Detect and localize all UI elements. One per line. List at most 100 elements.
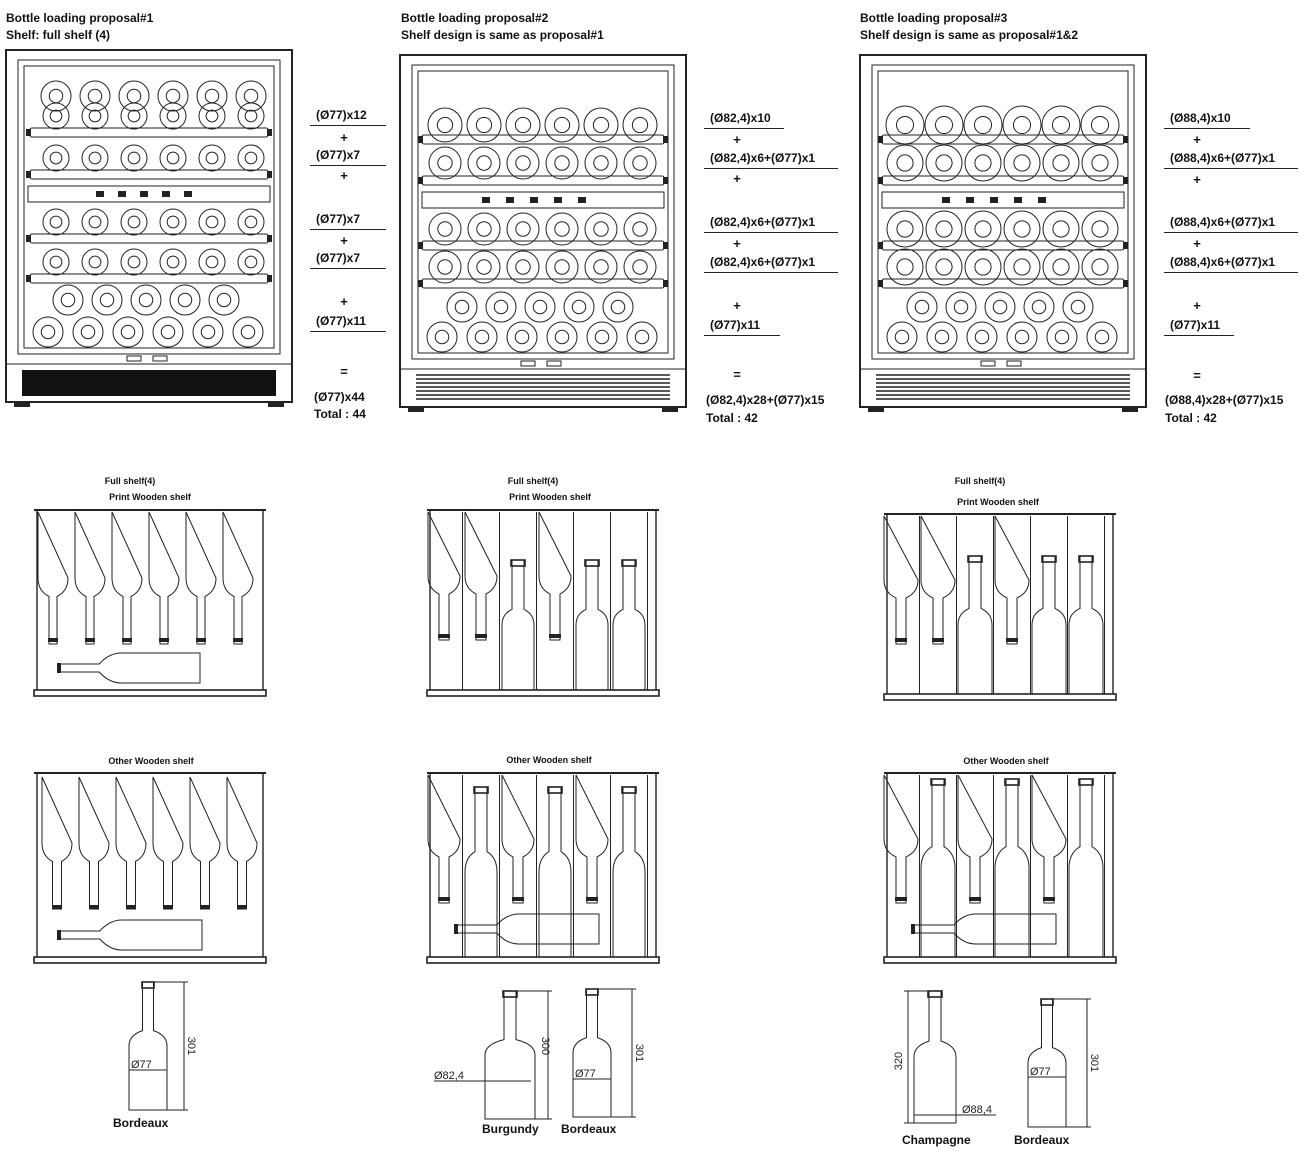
other-shelf-caption-1: Other Wooden shelf [108, 756, 194, 766]
shelf-end-cap [663, 136, 668, 143]
cabinet-door [871, 64, 1135, 360]
bottle-end-inner [205, 215, 219, 229]
bottle-end-inner [60, 292, 76, 308]
bottle-cap [473, 786, 489, 794]
equals-sign: = [1193, 368, 1201, 383]
bottle-end-circle [428, 146, 462, 180]
shelf-end-cap [418, 136, 423, 143]
bottle-end-circle [1062, 291, 1094, 323]
bottle-end-circle [198, 208, 226, 236]
bottle-end-inner [476, 221, 492, 237]
standing-bottle [464, 786, 498, 958]
shelf-end-cap [663, 177, 668, 184]
bottle-end-circle [544, 107, 580, 143]
bottle-end-circle [623, 250, 657, 284]
bottle-end-circle [584, 250, 618, 284]
hanging-bottle [920, 515, 956, 645]
bottle-end-circle [42, 248, 70, 276]
print-shelf-caption-3a: Full shelf(4) [954, 476, 1006, 486]
proposal-2-title: Bottle loading proposal#2 [401, 11, 549, 25]
shelf-rail [421, 240, 665, 251]
bottle-end-inner [127, 151, 141, 165]
standing-bottle [575, 559, 609, 691]
bottle-end-circle [563, 291, 595, 323]
bottle-cap [512, 897, 524, 901]
bottle-end-circle [506, 321, 538, 353]
shelf-rail [29, 233, 269, 244]
bottle-end-inner [515, 259, 531, 275]
bottle-end-circle [237, 248, 265, 276]
bottle-end-inner [437, 259, 453, 275]
bottle-end-circle [626, 321, 658, 353]
bottle-end-circle [622, 107, 658, 143]
shelf-end-cap [267, 129, 272, 136]
hanging-bottle [957, 774, 993, 904]
bottle-end-circle [926, 321, 958, 353]
shelf-base [883, 956, 1117, 964]
bottle-end-inner [40, 324, 56, 340]
bottle-end-inner [165, 88, 181, 104]
bottle-end-circle [120, 144, 148, 172]
shelf-end-cap [878, 242, 883, 249]
lying-bottle [913, 913, 1057, 945]
bottle-end-circle [466, 321, 498, 353]
bottle-end-inner [244, 215, 258, 229]
diameter-label: Ø77 [131, 1059, 152, 1071]
plus-sign: + [340, 294, 348, 309]
bottle-cap [233, 638, 243, 642]
bottle-cap [1078, 778, 1094, 786]
door-handle-mark [980, 360, 996, 367]
other-shelf-caption-3: Other Wooden shelf [963, 756, 1049, 766]
bottle-end-inner [49, 215, 63, 229]
bottle-cap [1006, 638, 1018, 642]
bottle-outline [572, 988, 612, 1118]
bottle-end-circle [1081, 248, 1119, 286]
bottle-end-inner [88, 109, 102, 123]
bottle-end-inner [476, 259, 492, 275]
plus-sign: + [340, 130, 348, 145]
bottle-cap [85, 638, 95, 642]
bottle-end-inner [515, 221, 531, 237]
bottle-end-inner [127, 255, 141, 269]
bottle-cap [969, 897, 981, 901]
bottle-cap [196, 638, 206, 642]
bottle-cap [586, 897, 598, 901]
bottle-end-inner [138, 292, 154, 308]
bottle-end-inner [437, 155, 453, 171]
shelf-end-cap [26, 171, 31, 178]
bottle-end-circle [130, 284, 162, 316]
lying-bottle [59, 919, 203, 951]
control-button [184, 191, 192, 197]
bottle-end-circle [886, 248, 924, 286]
other-shelf-drawing-2 [426, 772, 660, 964]
bottle-outline [128, 981, 168, 1111]
standing-bottle [612, 559, 646, 691]
bottle-end-circle [886, 321, 918, 353]
bottle-end-inner [127, 109, 141, 123]
shelf-end-cap [26, 275, 31, 282]
hanging-bottle [41, 776, 73, 910]
bottle-cap [57, 930, 61, 940]
diameter-label: Ø77 [575, 1068, 596, 1080]
bottle-end-inner [205, 109, 219, 123]
bottle-end-circle [906, 291, 938, 323]
bottle-end-inner [1052, 258, 1070, 276]
shelf-base [426, 956, 660, 964]
hanging-bottle [78, 776, 110, 910]
bottle-end-circle [1003, 248, 1041, 286]
bottle-end-circle [159, 248, 187, 276]
bottle-end-inner [592, 116, 610, 134]
bottle-end-inner [160, 324, 176, 340]
plus-sign: + [733, 298, 741, 313]
bottle-cap [200, 905, 210, 909]
bottle-cap [159, 638, 169, 642]
shelf-base [33, 956, 267, 964]
bottle-end-circle [120, 248, 148, 276]
bottle-end-circle [1003, 210, 1041, 248]
bottle-end-circle [623, 212, 657, 246]
bottle-end-circle [428, 250, 462, 284]
bottle-end-inner [48, 88, 64, 104]
plus-sign: + [340, 233, 348, 248]
bottle-end-circle [485, 291, 517, 323]
bottle-end-circle [112, 316, 144, 348]
